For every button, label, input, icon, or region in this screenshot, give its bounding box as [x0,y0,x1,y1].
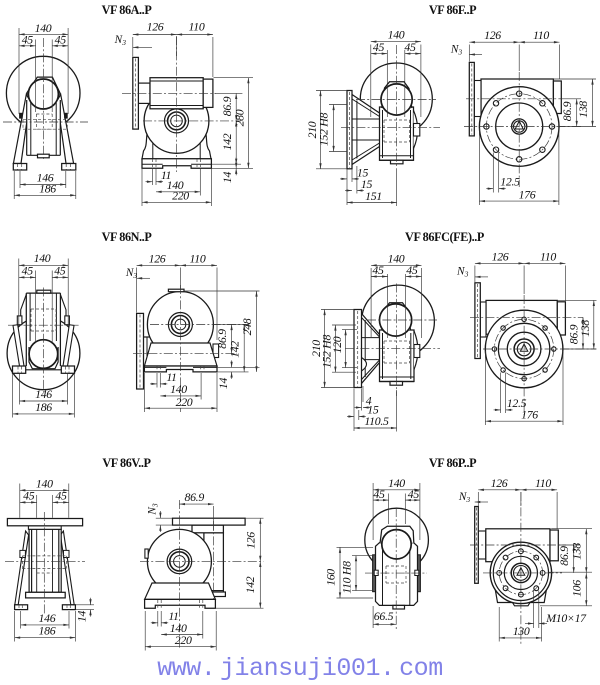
svg-text:VF 86P..P: VF 86P..P [429,456,477,470]
svg-text:15: 15 [361,177,373,191]
svg-text:280: 280 [233,109,247,126]
svg-text:210: 210 [309,340,323,357]
svg-text:146: 146 [39,611,56,625]
svg-text:45: 45 [406,263,418,277]
svg-text:110: 110 [189,20,205,34]
svg-text:VF 86FC(FE)..P: VF 86FC(FE)..P [405,230,485,244]
svg-text:126: 126 [147,20,164,34]
svg-text:N3: N3 [456,266,469,279]
svg-text:110: 110 [535,476,551,490]
svg-text:130: 130 [513,624,530,638]
svg-text:VF 86V..P: VF 86V..P [102,456,151,470]
svg-text:45: 45 [23,489,35,503]
svg-text:186: 186 [39,624,56,638]
svg-text:45: 45 [22,264,34,278]
svg-text:45: 45 [408,487,420,501]
svg-text:126: 126 [244,532,258,549]
svg-text:12.5: 12.5 [507,396,527,410]
svg-text:176: 176 [521,407,538,421]
svg-text:138: 138 [570,543,584,560]
svg-text:138: 138 [576,101,590,118]
svg-text:140: 140 [388,28,405,42]
svg-text:45: 45 [373,487,385,501]
svg-text:86.9: 86.9 [220,96,234,116]
svg-text:142: 142 [220,133,234,150]
svg-text:15: 15 [357,166,369,180]
svg-text:140: 140 [36,476,53,490]
svg-text:66.5: 66.5 [374,609,394,623]
svg-text:152 H8: 152 H8 [317,112,331,146]
svg-text:140: 140 [170,621,187,635]
svg-text:152 H8: 152 H8 [319,334,333,368]
svg-text:248: 248 [240,318,254,335]
svg-text:142: 142 [228,341,242,358]
svg-text:11: 11 [161,168,171,182]
svg-text:146: 146 [35,387,52,401]
svg-text:VF 86F..P: VF 86F..P [429,3,477,17]
svg-text:N3: N3 [125,267,138,280]
svg-text:14: 14 [220,172,234,184]
svg-text:N3: N3 [147,503,160,516]
svg-text:86.9: 86.9 [560,101,574,121]
svg-text:160: 160 [324,569,338,586]
svg-text:126: 126 [484,28,501,42]
svg-text:14: 14 [75,611,89,623]
svg-text:VF 86A..P: VF 86A..P [102,3,153,17]
svg-text:110.5: 110.5 [364,414,389,428]
svg-text:106: 106 [570,580,584,597]
svg-text:142: 142 [243,576,257,593]
svg-text:110 H8: 110 H8 [339,561,353,594]
svg-text:210: 210 [305,121,319,138]
svg-text:45: 45 [55,489,67,503]
svg-text:220: 220 [175,633,192,647]
svg-text:86.9: 86.9 [215,329,229,349]
svg-text:140: 140 [388,476,405,490]
svg-text:126: 126 [149,251,166,265]
svg-text:140: 140 [170,382,187,396]
svg-text:45: 45 [54,264,66,278]
svg-text:186: 186 [39,181,56,195]
svg-text:11: 11 [168,609,178,623]
svg-text:45: 45 [373,40,385,54]
svg-text:86.9: 86.9 [184,490,204,504]
svg-text:220: 220 [176,395,193,409]
svg-text:126: 126 [491,476,508,490]
svg-text:176: 176 [519,187,536,201]
svg-text:110: 110 [533,28,549,42]
svg-text:45: 45 [372,263,384,277]
svg-text:110: 110 [540,249,556,263]
svg-text:45: 45 [404,40,416,54]
svg-text:14: 14 [216,378,230,390]
svg-text:86.9: 86.9 [557,546,571,566]
svg-text:45: 45 [55,32,67,46]
svg-text:220: 220 [172,189,189,203]
svg-text:www. jiansuji001. com: www. jiansuji001. com [157,654,443,683]
svg-text:N3: N3 [450,44,463,57]
svg-text:140: 140 [388,252,405,266]
svg-text:140: 140 [167,178,184,192]
svg-text:138: 138 [578,320,592,337]
svg-text:140: 140 [34,251,51,265]
svg-text:4: 4 [366,394,372,408]
svg-text:12.5: 12.5 [500,175,520,189]
svg-text:146: 146 [37,170,54,184]
svg-text:M10×17: M10×17 [545,611,587,625]
svg-text:45: 45 [22,32,34,46]
svg-text:151: 151 [365,189,382,203]
svg-text:N3: N3 [458,491,471,504]
svg-text:N3: N3 [114,34,127,47]
svg-text:110: 110 [190,251,206,265]
svg-text:140: 140 [35,21,52,35]
svg-text:186: 186 [35,400,52,414]
svg-text:120: 120 [330,336,344,353]
svg-text:86.9: 86.9 [566,324,580,344]
svg-text:VF 86N..P: VF 86N..P [102,230,153,244]
svg-text:126: 126 [492,249,509,263]
svg-text:11: 11 [166,370,176,384]
svg-text:15: 15 [367,403,379,417]
